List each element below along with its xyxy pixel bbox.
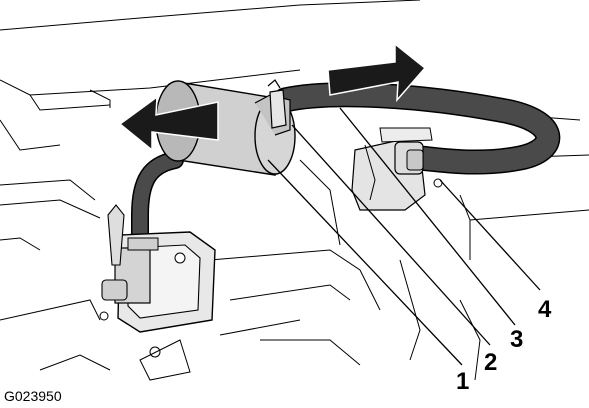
fuel-shutoff-valve (99, 204, 216, 333)
callout-label-2: 2 (484, 349, 498, 376)
callout-label-4: 4 (538, 296, 552, 323)
callout-leader-lines (267, 107, 541, 366)
callout-label-3: 3 (510, 326, 524, 353)
leader-line-2 (291, 124, 491, 346)
right-hose-clamp (394, 141, 443, 188)
callout-label-1: 1 (456, 368, 470, 395)
leader-line-1 (267, 159, 463, 366)
fuel-hose-outlet (272, 82, 561, 175)
leader-line-3 (339, 107, 516, 326)
flow-arrow-left (118, 95, 219, 152)
leader-line-4 (439, 179, 541, 291)
flow-arrow-right (327, 42, 427, 103)
filter-outlet-clamp (267, 79, 287, 129)
fuel-hose-inlet (131, 151, 184, 249)
figure-id-label: G023950 (4, 388, 62, 404)
machine-frame-outline (0, 0, 589, 381)
